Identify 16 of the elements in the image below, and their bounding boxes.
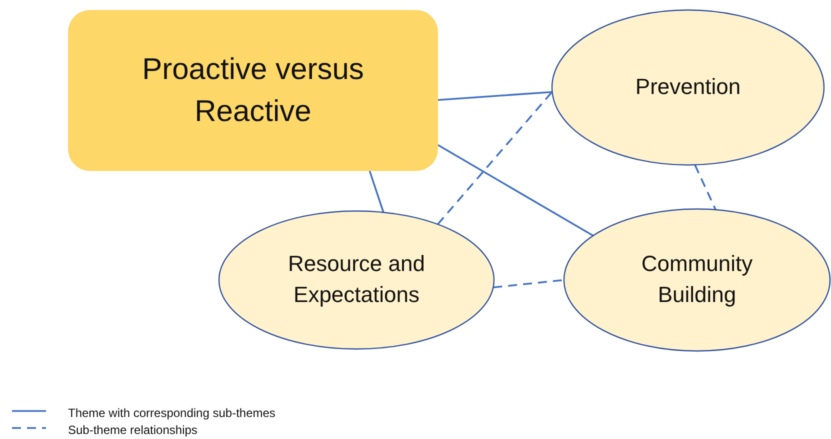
node-label: Community Building: [640, 250, 754, 309]
node-label: Resource and Expectations: [287, 250, 426, 309]
connector-line: [438, 144, 594, 236]
legend-label: Sub-theme relationships: [68, 423, 198, 437]
theme-box: [68, 10, 438, 171]
connector-line: [493, 279, 564, 288]
node-label: Proactive versus Reactive: [141, 52, 365, 130]
theme-ellipse: [218, 210, 495, 350]
connector-line: [437, 91, 553, 225]
node-label: Prevention: [635, 73, 741, 102]
legend-label: Theme with corresponding sub-themes: [68, 406, 276, 420]
theme-ellipse: [551, 9, 825, 166]
connector-line: [694, 164, 716, 210]
theme-ellipse: [563, 208, 831, 352]
connector-line: [368, 170, 384, 213]
connector-line: [438, 91, 552, 101]
